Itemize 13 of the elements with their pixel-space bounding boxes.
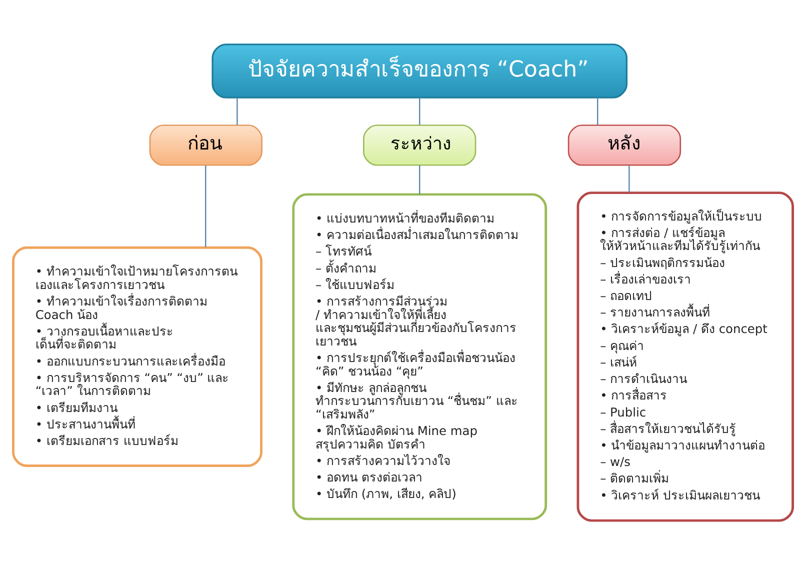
node-box: ระหว่าง (363, 124, 476, 166)
connector (236, 98, 238, 125)
node-box: หลัง (568, 124, 682, 166)
connector (419, 165, 420, 194)
node-box: ปัจจัยความสำเร็จของการ “Coach” (212, 44, 628, 98)
connector (205, 165, 206, 248)
node-box: • ทำความเข้าใจเป้าหมายโครงการตนเองและโครงการเยาวชน • ทำความเข้าใจเรื่องการติดตาม Coach น้อง • วางกรอบเนื้อหาและประเด็นที่จะติดตาม • ออกแบบกระบวนการและเครื่องมือ • การบริหารจัดการ “คน” “งบ” และ “เวลา” ในการติดตาม • เตรียมทีมงาน • ประสานงานพื้นที่ • เตรียมเอกสาร แบบฟอร์ม (12, 246, 262, 467)
node-box: • แบ่งบทบาทหน้าที่ของทีมติดตาม • ความต่อเนื่องสม่ำเสมอในการติดตาม – โทรทัศน์ – ตั้งคำถาม – ใช้แบบฟอร์ม • การสร้างการมีส่วนร่วม / ทำความเข้าใจให้พี่เลี้ยงและชุมชนผู้มีส่วนเกี่ยวข้องกับโครงการเยาวชน • การประยุกต์ใช้เครื่องมือเพื่อชวนน้อง “คิด” ชวนน้อง “คุย” • มีทักษะ ลูกล่อลูกชน ทำกระบวนการกับเยาวน “ชื่นชม” และ “เสริมพลัง” • ฝึกให้น้องคิดผ่าน Mine map สรุปความคิด บัตรคำ • การสร้างความไว้วางใจ • อดทน ตรงต่อเวลา • บันทึก (ภาพ, เสียง, คลิป) (292, 193, 548, 520)
connector (419, 98, 420, 125)
connector (597, 98, 598, 125)
node-box: • การจัดการข้อมูลให้เป็นระบบ • การส่งต่อ / แชร์ข้อมูล ให้หัวหน้าและทีมได้รับรู้เท่ากัน – ประเมินพฤติกรรมน้อง – เรื่องเล่าของเรา – ถอดเทป – รายงานการลงพื้นที่ • วิเคราะห์ข้อมูล / ดึง concept – คุณค่า – เสน่ห์ – การดำเนินงาน • การสื่อสาร – Public – สื่อสารให้เยาวชนได้รับรู้ • นำข้อมูลมาวางแผนทำงานต่อ – w/s – ติดตามเพิ่ม • วิเคราะห์ ประเมินผลเยาวชน (576, 192, 794, 522)
node-box: ก่อน (149, 124, 262, 166)
connector (628, 165, 630, 193)
